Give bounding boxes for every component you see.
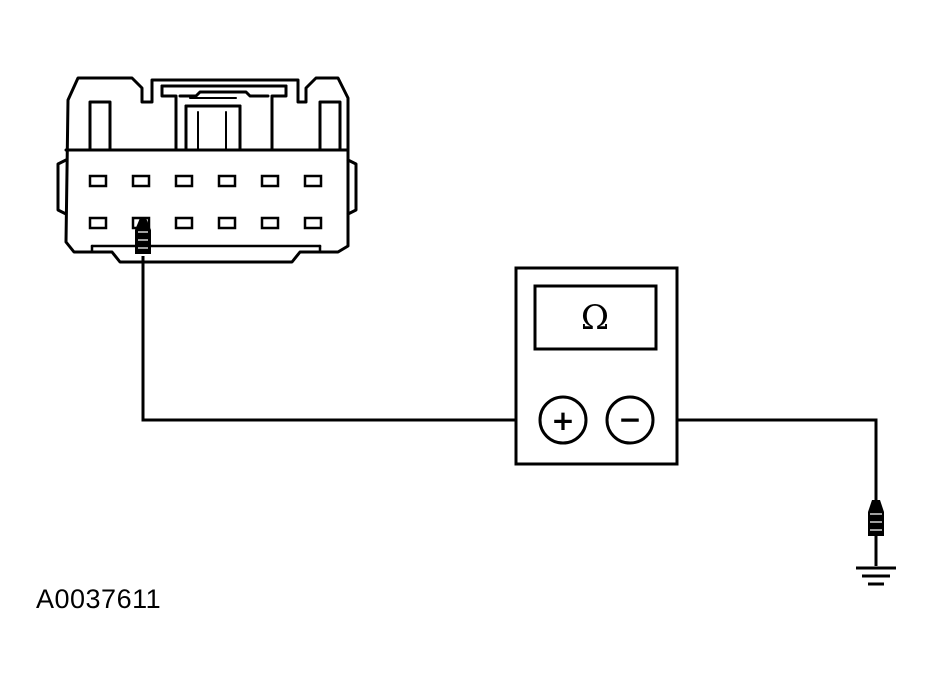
positive-terminal-label: + (551, 404, 574, 437)
ground-probe (868, 500, 884, 566)
positive-terminal (538, 395, 588, 445)
pin-cavity (88, 174, 108, 188)
pin-cavity (174, 174, 194, 188)
connector (56, 76, 358, 264)
ground-symbol-icon (856, 566, 896, 586)
pin-cavity (217, 216, 237, 230)
pin-cavity (260, 174, 280, 188)
ohm-symbol: Ω (581, 298, 609, 338)
positive-lead-wire (141, 256, 540, 422)
pin-cavity (303, 174, 323, 188)
pin-cavity (303, 216, 323, 230)
pin-cavity (88, 216, 108, 230)
meter-display (533, 284, 658, 351)
pin-cavity (217, 174, 237, 188)
pin-cavity (174, 216, 194, 230)
negative-lead-wire (654, 418, 878, 500)
figure-reference-code: A0037611 (36, 584, 162, 614)
connector-probe (135, 218, 151, 254)
connector-pin-cavities (88, 174, 323, 230)
ohmmeter: Ω + − (514, 266, 679, 466)
connector-latch (160, 84, 288, 152)
wires (141, 256, 878, 500)
pin-cavity (131, 174, 151, 188)
negative-terminal-label: − (618, 403, 641, 436)
connector-body (64, 76, 350, 264)
pin-cavity (260, 216, 280, 230)
negative-terminal (605, 395, 655, 445)
